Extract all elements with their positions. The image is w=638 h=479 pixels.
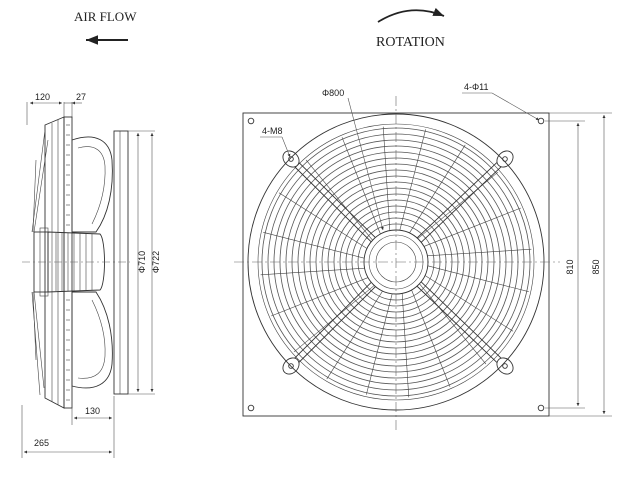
guard-spoke	[305, 159, 373, 241]
mount-hole-icon	[537, 117, 545, 125]
guard-spoke	[341, 137, 381, 235]
rotation-arrow-icon	[377, 7, 445, 23]
dim-top-left: 120	[35, 92, 50, 102]
motor-strut	[416, 285, 498, 363]
guard-spoke	[271, 277, 369, 317]
dim-mount-holes: 4-Φ11	[464, 82, 489, 92]
guard-spoke	[260, 267, 365, 276]
dim-top-right: 27	[76, 92, 86, 102]
dim-motor-bolts: 4-M8	[262, 126, 283, 136]
motor-strut	[421, 166, 502, 243]
guard-spoke	[409, 144, 466, 234]
dim-outer-diameter: Φ722	[151, 251, 161, 273]
mount-hole-icon	[537, 404, 545, 412]
guard-spoke	[382, 126, 391, 231]
mount-hole-icon	[247, 117, 255, 125]
guard-spoke	[427, 248, 532, 257]
guard-spoke	[419, 283, 487, 365]
motor-strut	[416, 161, 498, 239]
side-view: 120 27	[21, 92, 161, 458]
motor-strut	[420, 281, 502, 359]
dim-bottom-inner: 130	[85, 406, 100, 416]
dim-inner-diameter: Φ710	[137, 251, 147, 273]
guard-spoke	[326, 290, 383, 380]
mount-hole-icon	[247, 404, 255, 412]
motor-strut	[298, 162, 376, 238]
guard-spoke	[401, 293, 410, 398]
motor-strut	[294, 282, 372, 359]
front-view: Φ800 4-Φ11 4-M8 810 850	[234, 82, 612, 432]
guard-spoke	[263, 232, 365, 259]
dim-guard-diameter: Φ800	[322, 88, 344, 98]
guard-spoke	[427, 265, 529, 292]
guard-spoke	[417, 171, 499, 239]
dim-bottom-total: 265	[34, 438, 49, 448]
motor-strut	[298, 286, 376, 363]
guard-spoke	[424, 275, 514, 332]
rotation-label: ROTATION	[376, 35, 445, 50]
air-flow-label: AIR FLOW	[74, 9, 137, 24]
dim-plate-size: 850	[591, 259, 601, 274]
guard-spoke	[411, 289, 451, 387]
dim-hole-spacing: 810	[565, 259, 575, 274]
guard-spoke	[278, 192, 368, 249]
motor-strut	[294, 166, 372, 243]
guard-spoke	[423, 207, 521, 247]
guard-spoke	[399, 129, 426, 231]
guard-spoke	[366, 293, 393, 395]
